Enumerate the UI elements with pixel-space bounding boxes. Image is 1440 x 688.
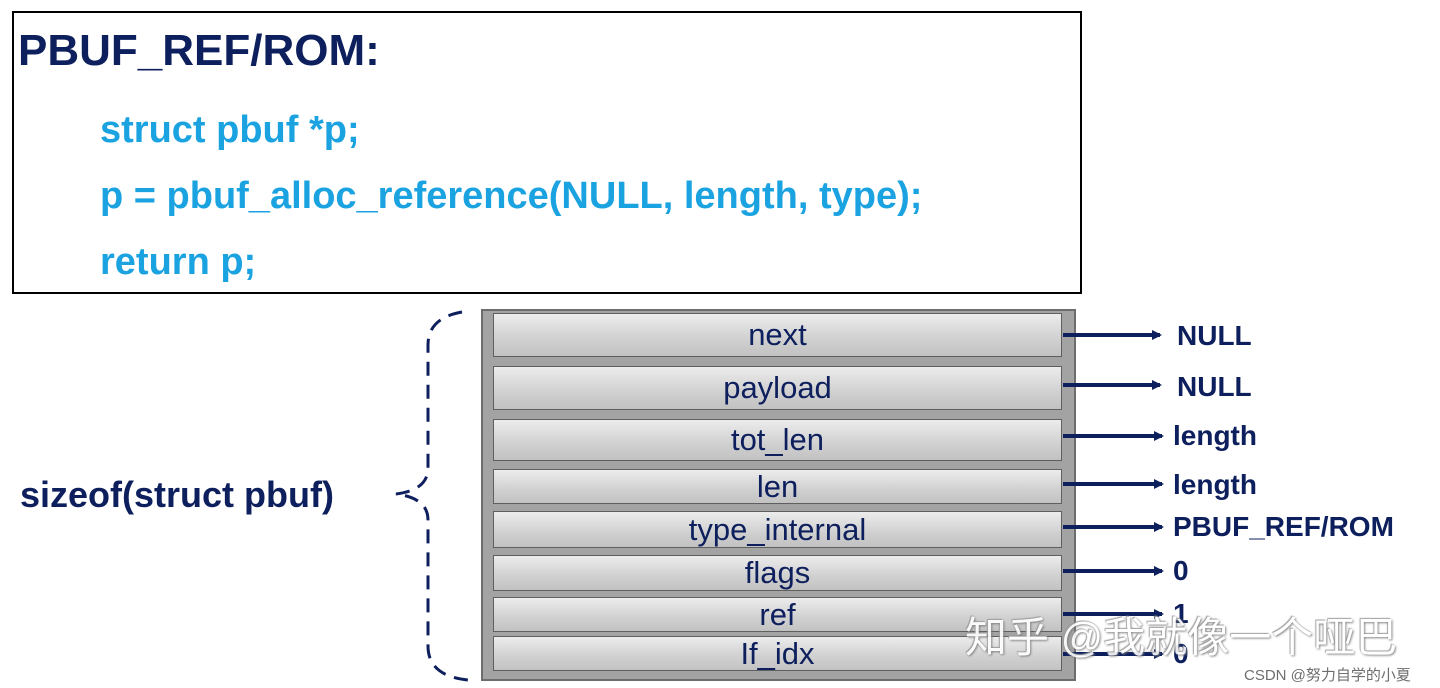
value-if-idx: 0 [1173, 638, 1189, 669]
code-title: PBUF_REF/ROM: [18, 26, 380, 75]
code-box [12, 11, 1082, 294]
field-ref: ref [493, 597, 1062, 632]
zhihu-watermark: 知乎 @我就像一个哑巴 [965, 614, 1398, 661]
csdn-credit: CSDN @努力自学的小夏 [1244, 667, 1411, 684]
field-flags: flags [493, 555, 1062, 591]
value-flags: 0 [1173, 555, 1189, 586]
code-line-return: return p; [100, 241, 257, 283]
code-line-alloc: p = pbuf_alloc_reference(NULL, length, t… [100, 175, 923, 217]
value-len: length [1173, 469, 1257, 500]
field-tot-len: tot_len [493, 419, 1062, 461]
value-payload: NULL [1177, 371, 1252, 402]
field-if-idx: If_idx [493, 636, 1062, 671]
value-type-internal: PBUF_REF/ROM [1173, 511, 1394, 542]
value-ref: 1 [1173, 598, 1189, 629]
code-line-declaration: struct pbuf *p; [100, 109, 360, 151]
field-len: len [493, 469, 1062, 504]
value-next: NULL [1177, 320, 1252, 351]
sizeof-label: sizeof(struct pbuf) [20, 474, 334, 515]
field-next: next [493, 313, 1062, 357]
value-tot-len: length [1173, 420, 1257, 451]
field-type-internal: type_internal [493, 511, 1062, 548]
field-payload: payload [493, 366, 1062, 410]
